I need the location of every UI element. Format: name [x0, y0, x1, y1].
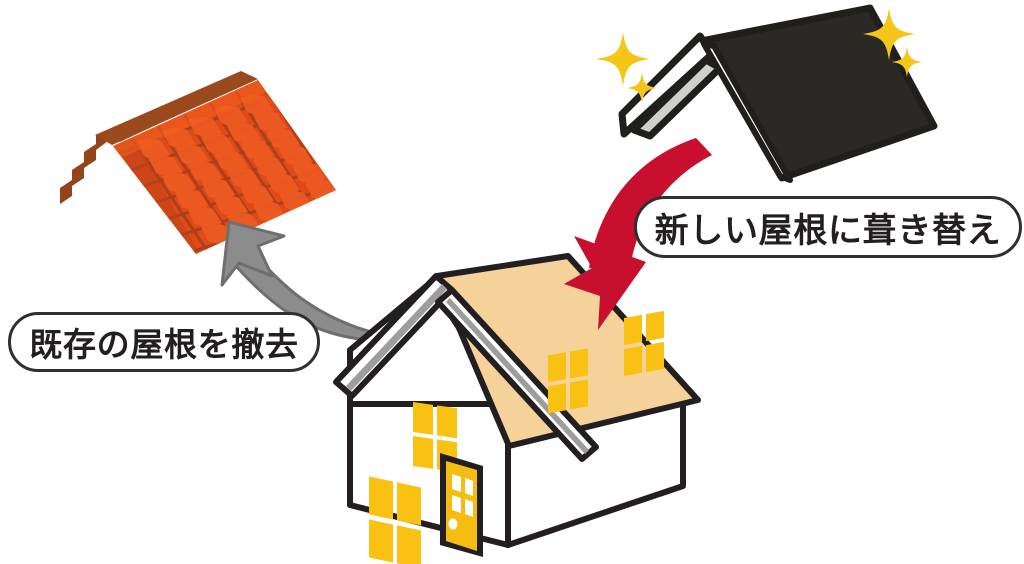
house-body	[333, 253, 701, 564]
door-knob	[448, 518, 458, 530]
label-remove-existing-roof[interactable]: 既存の屋根を撤去	[8, 312, 320, 372]
label-remove-text: 既存の屋根を撤去	[29, 326, 299, 363]
new-roof-front-fascia	[701, 41, 793, 183]
sparkle-icon-large-left	[596, 32, 650, 86]
sparkle-icon-large-right	[863, 8, 915, 60]
house-gable-fascia-shadow	[346, 284, 447, 391]
new-black-roof	[596, 4, 938, 183]
front-door	[440, 453, 483, 557]
sparkle-icon-small-right	[892, 47, 922, 77]
label-replace-with-new-roof[interactable]: 新しい屋根に葺き替え	[634, 196, 1022, 258]
house-roof-deck	[434, 253, 701, 449]
door-window-panes	[452, 474, 473, 517]
old-roof-ridge-cap	[95, 71, 258, 145]
sparkle-group	[596, 8, 922, 103]
window-right-far	[624, 310, 664, 376]
window-front-left	[369, 476, 421, 564]
gray-arrow-head	[220, 220, 286, 287]
label-replace-text: 新しい屋根に葺き替え	[654, 211, 1002, 250]
old-roof-tile-pattern	[113, 80, 336, 254]
old-tile-roof	[60, 71, 336, 254]
red-arrow-head	[564, 236, 646, 330]
sparkle-icon-small-left	[627, 73, 657, 103]
window-right-near	[548, 348, 588, 414]
house-eave-board-shadow	[446, 298, 589, 454]
old-roof-stepped-edge	[60, 134, 108, 204]
